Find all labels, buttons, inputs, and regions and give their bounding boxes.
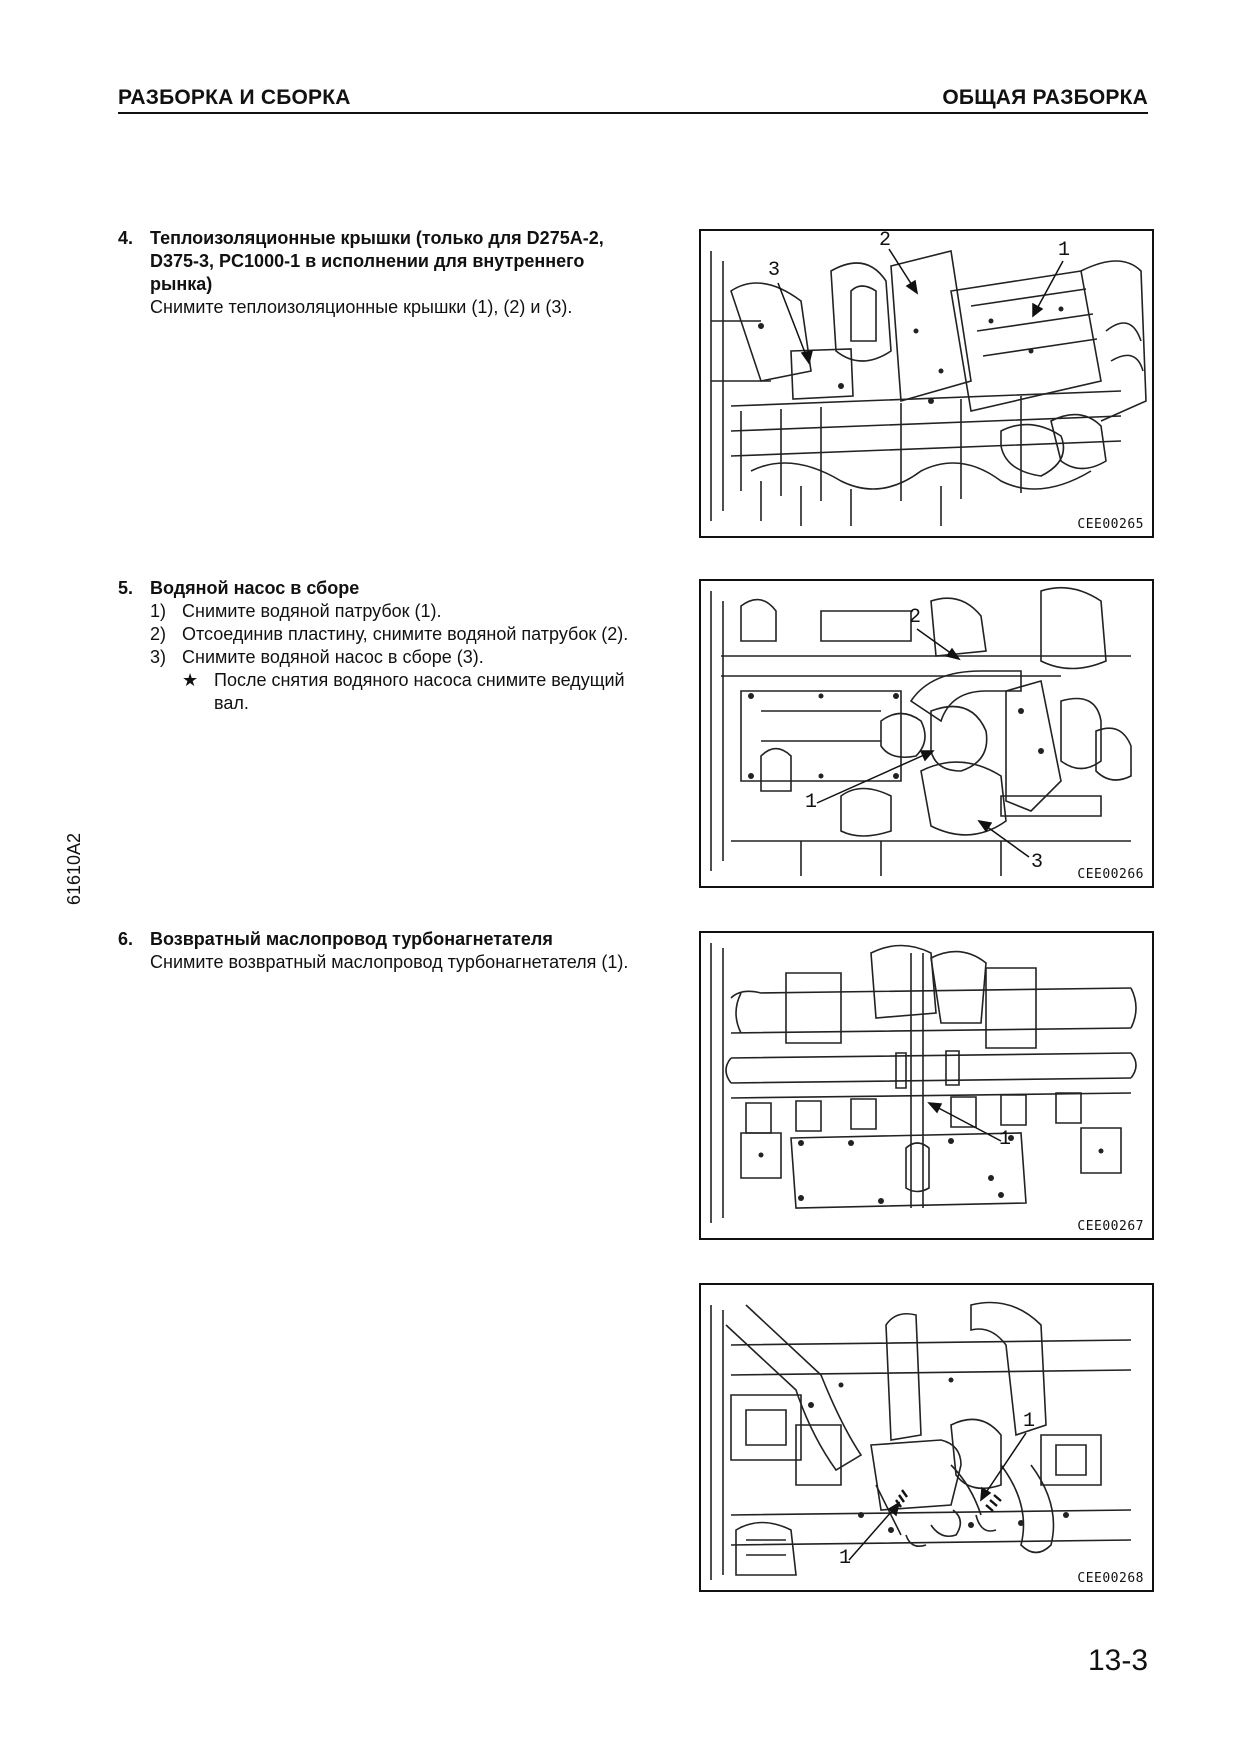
note-text: После снятия водяного насоса снимите вед… <box>214 670 625 713</box>
figure-code: CEE00266 <box>1075 867 1146 882</box>
page-number: 13-3 <box>1087 1644 1148 1677</box>
section-water-pump: 5. Водяной насос в сборе 1) Снимите водя… <box>118 577 648 715</box>
section-heat-insulation-covers: 4. Теплоизоляционные крышки (только для … <box>118 227 648 319</box>
figure-code: CEE00267 <box>1075 1219 1146 1234</box>
section-title: Теплоизоляционные крышки (только для D27… <box>150 228 604 294</box>
engine-illustration <box>710 1301 1132 1580</box>
section-title: Водяной насос в сборе <box>150 578 360 598</box>
section-number: 5. <box>118 578 134 598</box>
callout-label: 1 <box>1058 239 1071 262</box>
step-number: 2) <box>150 624 167 644</box>
header-section-title: ОБЩАЯ РАЗБОРКА <box>942 86 1148 109</box>
callout-label: 3 <box>768 259 781 282</box>
section-number: 6. <box>118 929 134 949</box>
figure-water-pump: 2 1 3 CEE00266 <box>699 579 1154 888</box>
section-title: Возвратный маслопровод турбонагнетателя <box>150 929 553 949</box>
section-turbo-oil-return: 6. Возвратный маслопровод турбонагнетате… <box>118 928 648 974</box>
step-text: Снимите водяной патрубок (1). <box>182 601 442 621</box>
side-document-code: 61610A2 <box>64 832 84 905</box>
callout-label: 1 <box>805 791 818 814</box>
step-number: 3) <box>150 647 167 667</box>
figure-heat-insulation-covers: 3 2 1 CEE00265 <box>699 229 1154 538</box>
engine-illustration <box>710 943 1137 1223</box>
step-item: 1) Снимите водяной патрубок (1). <box>150 600 648 623</box>
callout-label: 1 <box>1023 1410 1036 1433</box>
section-text: Снимите возвратный маслопровод турбонагн… <box>150 952 629 972</box>
callout-label: 1 <box>999 1128 1012 1151</box>
figure-turbo-oil-return: 1 CEE00267 <box>699 931 1154 1240</box>
step-item: 3) Снимите водяной насос в сборе (3). <box>150 646 648 669</box>
step-text: Снимите водяной насос в сборе (3). <box>182 647 484 667</box>
header-chapter-title: РАЗБОРКА И СБОРКА <box>118 86 351 109</box>
figure-code: CEE00265 <box>1075 517 1146 532</box>
callout-label: 2 <box>879 229 892 252</box>
star-icon: ★ <box>182 670 199 690</box>
step-text: Отсоединив пластину, снимите водяной пат… <box>182 624 629 644</box>
callout-label: 3 <box>1031 851 1044 874</box>
figure-code: CEE00268 <box>1075 1571 1146 1586</box>
step-item: 2) Отсоединив пластину, снимите водяной … <box>150 623 648 646</box>
engine-illustration <box>710 248 1147 526</box>
section-number: 4. <box>118 228 134 248</box>
note-item: ★ После снятия водяного насоса снимите в… <box>150 669 648 715</box>
section-text: Снимите теплоизоляционные крышки (1), (2… <box>150 297 573 317</box>
page-header: РАЗБОРКА И СБОРКА ОБЩАЯ РАЗБОРКА <box>118 84 1148 114</box>
figure-turbo-oil-return-detail: 1 1 CEE00268 <box>699 1283 1154 1592</box>
engine-illustration <box>710 586 1132 876</box>
callout-label: 1 <box>839 1547 852 1570</box>
callout-label: 2 <box>909 606 922 629</box>
step-number: 1) <box>150 601 167 621</box>
